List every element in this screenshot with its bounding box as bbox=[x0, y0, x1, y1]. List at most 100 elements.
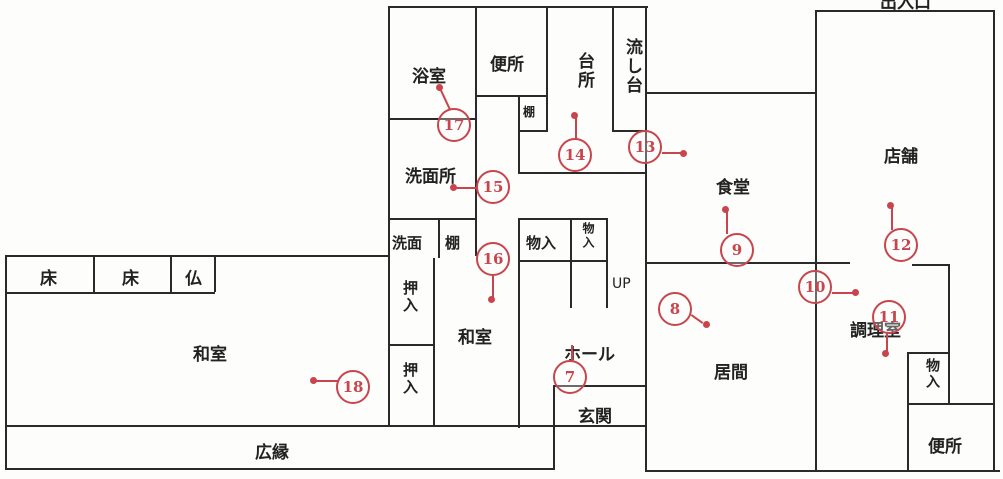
marker-pointer bbox=[439, 88, 451, 110]
marker-pointer bbox=[575, 116, 577, 139]
room-label-butsudan: 仏 bbox=[185, 269, 202, 289]
wall bbox=[214, 255, 216, 292]
room-label-oshiire: 押入 bbox=[401, 280, 419, 314]
room-label-washitsu: 和室 bbox=[458, 328, 492, 348]
marker-pointer bbox=[722, 206, 729, 213]
stairs-up-label: UP bbox=[612, 276, 631, 292]
room-label-tokonoma: 床 bbox=[122, 269, 139, 289]
marker-pointer bbox=[436, 84, 443, 91]
wall bbox=[645, 8, 647, 470]
marker-pointer bbox=[662, 152, 682, 154]
wall bbox=[815, 10, 817, 472]
room-label-kitchen: 台所 bbox=[574, 52, 594, 90]
marker-pointer bbox=[703, 321, 710, 328]
room-label-shelf: 棚 bbox=[445, 234, 461, 252]
photo-marker-12[interactable]: 12 bbox=[884, 228, 918, 262]
room-label-shop: 店舗 bbox=[884, 147, 918, 167]
room-label-sink: 流し台 bbox=[622, 38, 642, 95]
wall bbox=[815, 10, 995, 12]
marker-pointer bbox=[882, 350, 889, 357]
room-label-hall: ホール bbox=[564, 345, 615, 365]
marker-pointer bbox=[450, 184, 457, 191]
wall bbox=[518, 95, 520, 173]
wall bbox=[612, 8, 614, 130]
marker-pointer bbox=[492, 276, 494, 298]
wall bbox=[388, 6, 648, 8]
room-label-entrance: 玄関 bbox=[578, 407, 612, 427]
wall bbox=[518, 260, 608, 262]
marker-pointer bbox=[891, 208, 893, 230]
room-label-shelf: 棚 bbox=[523, 105, 536, 119]
wall bbox=[553, 385, 645, 387]
wall bbox=[912, 264, 950, 266]
room-label-oshiire: 押入 bbox=[401, 362, 419, 396]
room-label-washitsu: 和室 bbox=[193, 345, 227, 365]
wall bbox=[93, 255, 95, 292]
wall bbox=[907, 403, 995, 405]
room-label-engawa: 広縁 bbox=[255, 443, 289, 463]
wall bbox=[5, 255, 7, 470]
photo-marker-16[interactable]: 16 bbox=[476, 242, 510, 276]
wall bbox=[5, 292, 215, 294]
room-label-storage: 物入 bbox=[924, 358, 940, 390]
room-label-dining: 食堂 bbox=[716, 178, 750, 198]
wall bbox=[553, 385, 555, 470]
wall bbox=[518, 218, 520, 428]
marker-pointer bbox=[571, 112, 578, 119]
wall bbox=[388, 218, 476, 220]
wall bbox=[993, 10, 995, 472]
wall bbox=[908, 352, 950, 354]
photo-marker-14[interactable]: 14 bbox=[558, 138, 592, 172]
wall bbox=[645, 470, 1000, 472]
wall bbox=[570, 218, 572, 308]
wall bbox=[612, 130, 645, 132]
room-label-wash: 洗面 bbox=[392, 234, 423, 252]
room-label-toilet: 便所 bbox=[490, 55, 524, 75]
wall bbox=[388, 344, 434, 346]
photo-marker-10[interactable]: 10 bbox=[798, 270, 832, 304]
wall bbox=[388, 6, 390, 426]
room-label-storage: 物入 bbox=[581, 222, 595, 250]
room-label-washroom: 洗面所 bbox=[405, 167, 456, 187]
marker-pointer bbox=[886, 334, 888, 352]
wall bbox=[948, 264, 950, 404]
wall bbox=[438, 218, 440, 258]
marker-pointer bbox=[690, 314, 704, 324]
wall bbox=[433, 258, 435, 426]
marker-pointer bbox=[887, 202, 894, 209]
wall bbox=[5, 255, 390, 257]
wall bbox=[518, 172, 646, 174]
photo-marker-18[interactable]: 18 bbox=[336, 370, 370, 404]
wall bbox=[475, 95, 547, 97]
photo-marker-15[interactable]: 15 bbox=[476, 170, 510, 204]
room-label-tokonoma: 床 bbox=[40, 269, 57, 289]
photo-marker-9[interactable]: 9 bbox=[720, 233, 754, 267]
marker-pointer bbox=[488, 296, 495, 303]
wall bbox=[475, 6, 477, 256]
marker-pointer bbox=[726, 212, 728, 234]
wall bbox=[606, 218, 608, 308]
room-label-storage: 物入 bbox=[526, 234, 557, 252]
photo-marker-11[interactable]: 11 bbox=[872, 300, 906, 334]
photo-marker-8[interactable]: 8 bbox=[658, 292, 692, 326]
wall bbox=[518, 130, 548, 132]
marker-pointer bbox=[680, 150, 687, 157]
room-label-bath: 浴室 bbox=[412, 67, 446, 87]
marker-pointer bbox=[310, 377, 317, 384]
wall bbox=[907, 352, 909, 472]
marker-pointer bbox=[571, 345, 573, 361]
room-label-toilet: 便所 bbox=[928, 437, 962, 457]
exit-label: 出入口 bbox=[880, 0, 931, 13]
wall bbox=[5, 468, 555, 470]
wall bbox=[546, 6, 548, 131]
marker-pointer bbox=[456, 187, 478, 189]
marker-pointer bbox=[832, 292, 854, 294]
wall bbox=[170, 255, 172, 292]
wall bbox=[518, 218, 608, 220]
marker-pointer bbox=[852, 289, 859, 296]
photo-marker-7[interactable]: 7 bbox=[553, 360, 587, 394]
photo-marker-13[interactable]: 13 bbox=[628, 130, 662, 164]
room-label-living: 居間 bbox=[714, 363, 748, 383]
photo-marker-17[interactable]: 17 bbox=[437, 108, 471, 142]
